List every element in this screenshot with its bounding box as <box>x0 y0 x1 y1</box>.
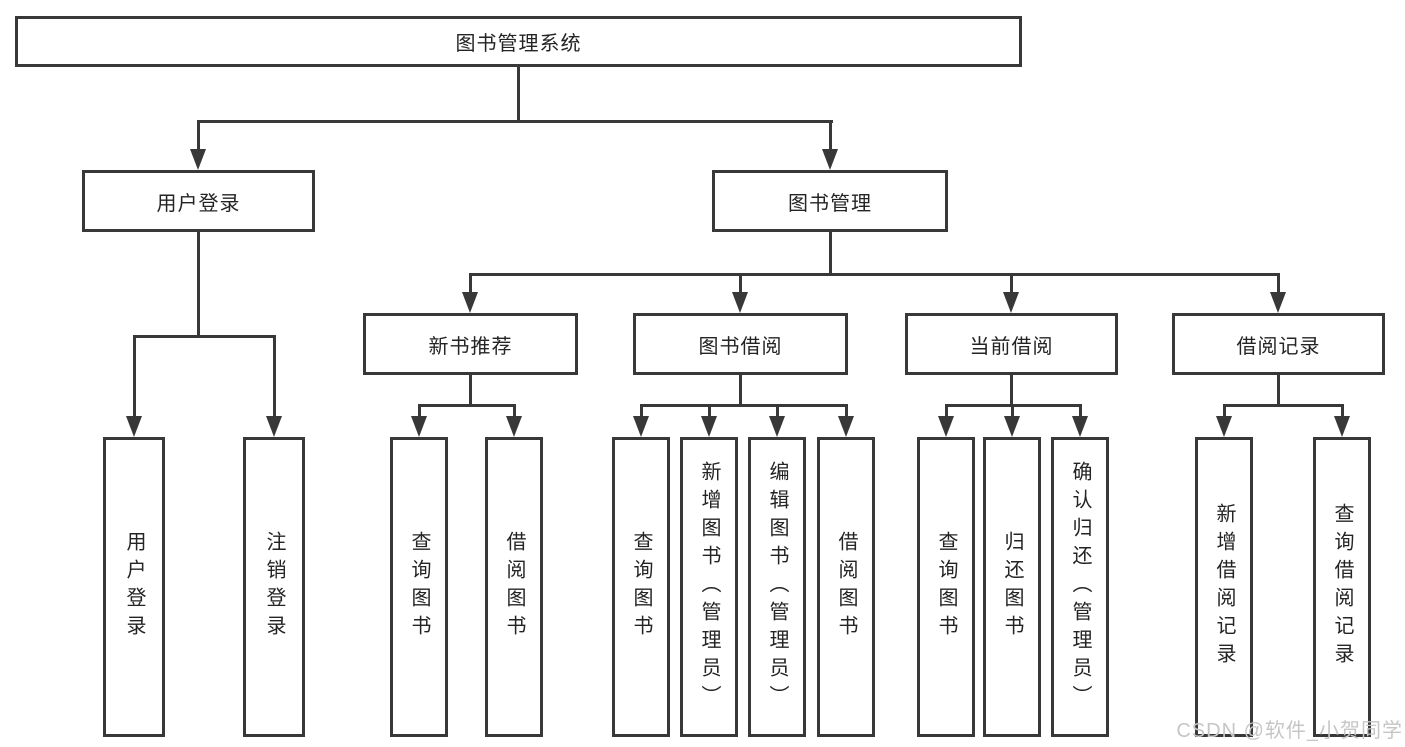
connector-line <box>273 335 276 418</box>
node-leaf-add-books-admin: 新增图书（管理员） <box>680 437 738 737</box>
connector-line <box>197 120 200 151</box>
connector-line <box>829 120 832 151</box>
connector-line <box>1277 373 1280 406</box>
arrow-down-icon <box>701 416 717 437</box>
node-leaf-recommend-borrow-books: 借阅图书 <box>485 437 543 737</box>
node-leaf-borrow-borrow-books: 借阅图书 <box>817 437 875 737</box>
node-leaf-user-login: 用户登录 <box>103 437 165 737</box>
arrow-down-icon <box>411 416 427 437</box>
connector-line <box>1010 373 1013 406</box>
arrow-down-icon <box>190 149 206 170</box>
arrow-down-icon <box>822 149 838 170</box>
node-borrow-records: 借阅记录 <box>1172 313 1385 375</box>
arrow-down-icon <box>938 416 954 437</box>
node-leaf-confirm-return-admin: 确认归还（管理员） <box>1051 437 1109 737</box>
node-current-borrow: 当前借阅 <box>905 313 1118 375</box>
connector-line <box>945 404 948 418</box>
connector-line <box>133 335 136 418</box>
node-leaf-add-borrow-record: 新增借阅记录 <box>1195 437 1253 737</box>
connector-line <box>829 230 832 276</box>
connector-line <box>513 404 516 418</box>
connector-line <box>197 230 200 337</box>
connector-line <box>418 404 421 418</box>
arrow-down-icon <box>838 416 854 437</box>
connector-line <box>197 120 833 123</box>
node-book-management: 图书管理 <box>712 170 948 232</box>
arrow-down-icon <box>266 416 282 437</box>
connector-line <box>469 273 1280 276</box>
node-leaf-edit-books-admin: 编辑图书（管理员） <box>748 437 806 737</box>
arrow-down-icon <box>1072 416 1088 437</box>
watermark: CSDN @软件_小贺同学 <box>1176 720 1403 742</box>
node-root: 图书管理系统 <box>15 16 1022 67</box>
node-leaf-return-books: 归还图书 <box>983 437 1041 737</box>
arrow-down-icon <box>1004 416 1020 437</box>
node-book-borrow: 图书借阅 <box>633 313 848 375</box>
connector-line <box>739 273 742 294</box>
arrow-down-icon <box>506 416 522 437</box>
arrow-down-icon <box>769 416 785 437</box>
connector-line <box>640 404 643 418</box>
arrow-down-icon <box>1216 416 1232 437</box>
connector-line <box>739 373 742 406</box>
connector-line <box>776 404 779 418</box>
connector-line <box>469 373 472 406</box>
connector-line <box>469 273 472 294</box>
connector-line <box>1011 404 1014 418</box>
connector-line <box>517 64 520 122</box>
connector-line <box>708 404 711 418</box>
node-leaf-logout: 注销登录 <box>243 437 305 737</box>
arrow-down-icon <box>1334 416 1350 437</box>
node-user-login: 用户登录 <box>82 170 315 232</box>
connector-line <box>1223 404 1343 407</box>
connector-line <box>845 404 848 418</box>
connector-line <box>1277 273 1280 294</box>
arrow-down-icon <box>1270 292 1286 313</box>
connector-line <box>1223 404 1226 418</box>
node-new-book-recommend: 新书推荐 <box>363 313 578 375</box>
connector-line <box>640 404 847 407</box>
arrow-down-icon <box>126 416 142 437</box>
arrow-down-icon <box>732 292 748 313</box>
node-leaf-recommend-query-books: 查询图书 <box>390 437 448 737</box>
node-leaf-query-borrow-record: 查询借阅记录 <box>1313 437 1371 737</box>
connector-line <box>133 335 276 338</box>
connector-line <box>1341 404 1344 418</box>
node-leaf-borrow-query-books: 查询图书 <box>612 437 670 737</box>
arrow-down-icon <box>462 292 478 313</box>
connector-line <box>1079 404 1082 418</box>
node-leaf-current-query-books: 查询图书 <box>917 437 975 737</box>
connector-line <box>1010 273 1013 294</box>
arrow-down-icon <box>633 416 649 437</box>
arrow-down-icon <box>1003 292 1019 313</box>
connector-line <box>418 404 516 407</box>
